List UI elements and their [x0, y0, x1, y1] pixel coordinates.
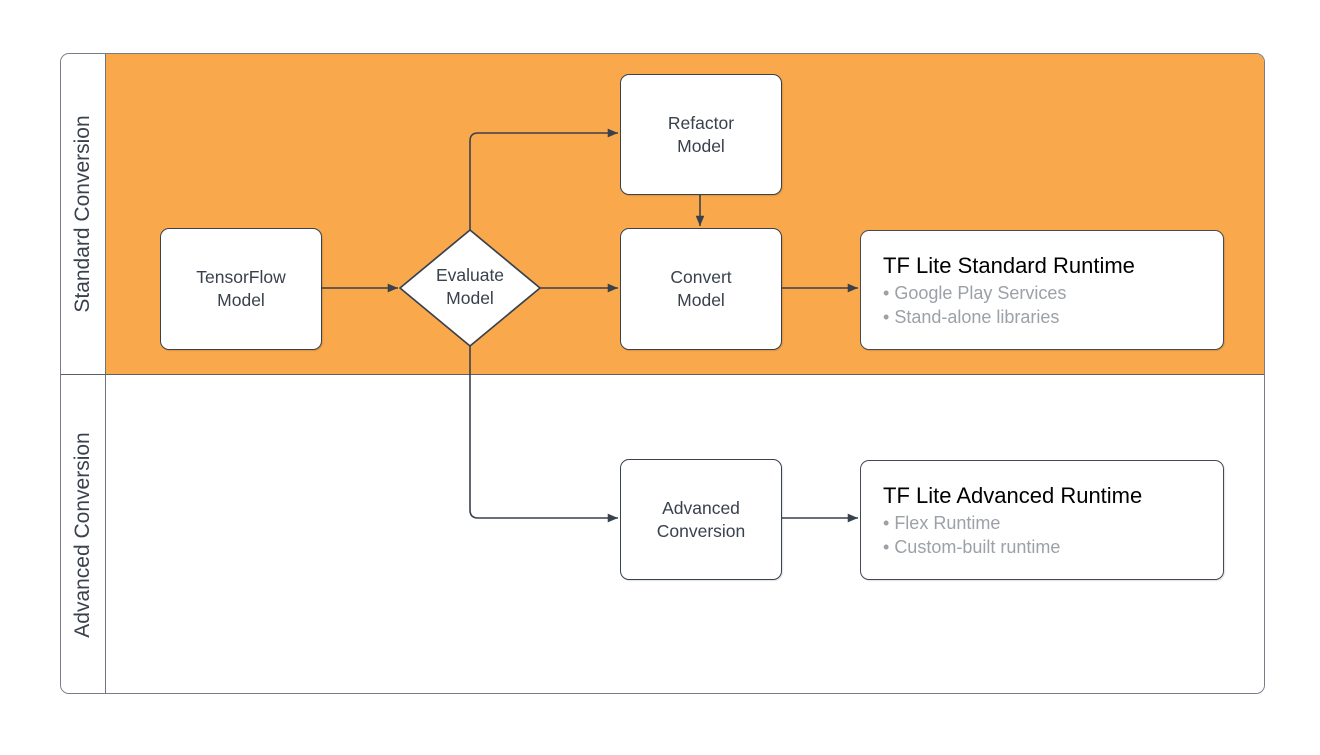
bullet-stand-alone-libraries: Stand-alone libraries [883, 305, 1223, 329]
bullet-flex-runtime: Flex Runtime [883, 511, 1223, 535]
node-refactor-model: Refactor Model [620, 74, 782, 195]
node-advanced-conversion-label: Advanced Conversion [656, 497, 746, 541]
tflite-advanced-runtime-title: TF Lite Advanced Runtime [883, 482, 1143, 508]
lane-standard-label-strip: Standard Conversion [61, 54, 106, 374]
node-tensorflow-model-label: TensorFlow Model [196, 267, 286, 310]
bullet-google-play-services: Google Play Services [883, 281, 1223, 305]
tflite-standard-runtime-title: TF Lite Standard Runtime [883, 252, 1135, 278]
node-convert-model-label: Convert Model [670, 267, 732, 310]
node-tensorflow-model: TensorFlow Model [160, 228, 322, 350]
tflite-advanced-runtime-bullets: Flex Runtime Custom-built runtime [883, 511, 1223, 559]
tflite-standard-runtime-bullets: Google Play Services Stand-alone librari… [883, 281, 1223, 329]
lane-advanced-label: Advanced Conversion [71, 431, 94, 638]
node-tflite-standard-runtime: TF Lite Standard Runtime Google Play Ser… [860, 230, 1224, 350]
node-advanced-conversion: Advanced Conversion [620, 459, 782, 580]
node-tflite-advanced-runtime: TF Lite Advanced Runtime Flex Runtime Cu… [860, 460, 1224, 580]
node-refactor-model-label: Refactor Model [667, 112, 735, 156]
node-convert-model: Convert Model [620, 228, 782, 350]
node-evaluate-model-label: Evaluate Model [435, 265, 505, 308]
lane-standard-label: Standard Conversion [71, 115, 94, 313]
lane-advanced-label-strip: Advanced Conversion [61, 375, 106, 693]
bullet-custom-built-runtime: Custom-built runtime [883, 535, 1223, 559]
